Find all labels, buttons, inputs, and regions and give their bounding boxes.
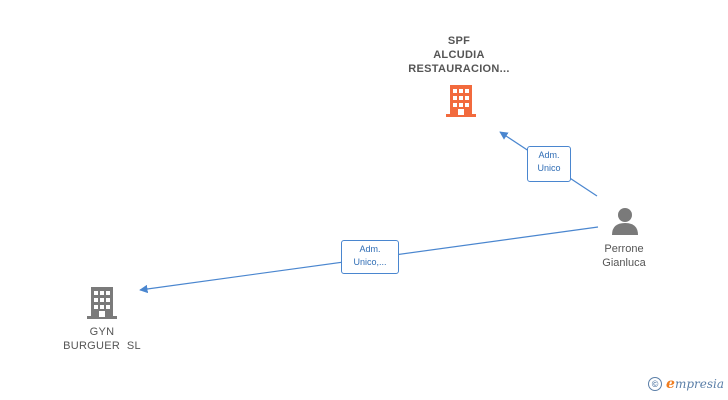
edge-label-adm-unico: Adm. Unico — [527, 146, 571, 182]
brand-logo: empresia — [666, 376, 724, 392]
person-label-line: Perrone — [604, 243, 644, 255]
empresia-watermark: © empresia — [648, 376, 724, 392]
edge-label-line: Unico — [537, 163, 561, 173]
company-main-label[interactable]: SPF ALCUDIA RESTAURACION... — [380, 34, 538, 76]
company-other-label-line: GYN — [89, 326, 115, 338]
edge-label-line: Unico,... — [353, 257, 387, 267]
brand-logo-text: mpresia — [674, 377, 724, 391]
company-other-label[interactable]: GYN BURGUER SL — [40, 325, 164, 353]
edge-label-line: Adm. — [359, 244, 381, 254]
person-label[interactable]: Perrone Gianluca — [580, 242, 668, 270]
company-main-label-line: RESTAURACION... — [408, 63, 510, 75]
brand-logo-initial: e — [666, 376, 675, 392]
company-main-label-line: SPF — [447, 35, 471, 47]
person-label-line: Gianluca — [602, 257, 646, 269]
copyright-icon: © — [648, 377, 663, 391]
building-icon[interactable] — [87, 287, 117, 319]
person-icon[interactable] — [612, 208, 638, 235]
building-icon[interactable] — [446, 85, 476, 117]
company-main-label-line: ALCUDIA — [433, 49, 485, 61]
edge-label-line: Adm. — [538, 150, 560, 160]
company-other-label-line: BURGUER SL — [63, 340, 141, 352]
edge-label-adm-unico-more: Adm. Unico,... — [341, 240, 399, 274]
